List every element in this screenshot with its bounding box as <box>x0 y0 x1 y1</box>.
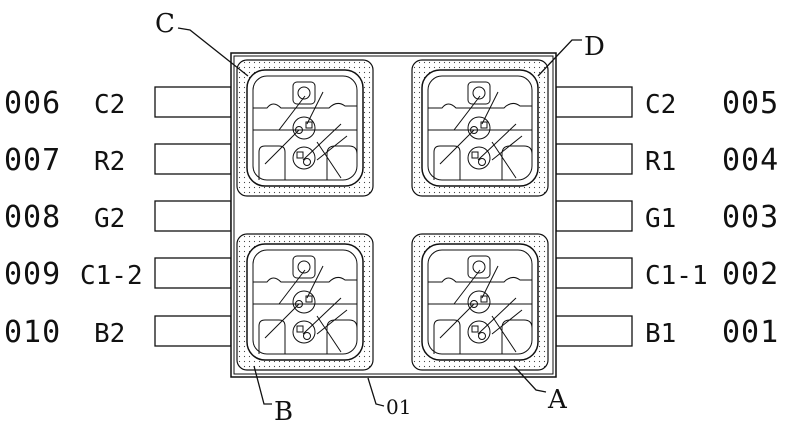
callout-c: C <box>155 9 175 39</box>
package-inner-border <box>233 55 554 375</box>
pin-pad-003 <box>555 200 633 232</box>
callout-b: B <box>274 397 293 427</box>
callout-c-leader <box>177 27 249 77</box>
pin-pad-001 <box>555 315 633 347</box>
pin-label: C1-1 <box>645 261 708 291</box>
pin-pad-008 <box>154 200 232 232</box>
led-cell-bottom-left <box>236 233 374 371</box>
callout-a: A <box>547 385 568 415</box>
led-cell-top-left <box>236 59 374 197</box>
led-cell-top-right <box>411 59 549 197</box>
pin-label: R2 <box>94 147 125 177</box>
pin-number: 007 <box>4 143 61 178</box>
pin-label: C2 <box>94 90 125 120</box>
callout-d: D <box>584 32 605 62</box>
pin-label: C1-2 <box>80 261 143 291</box>
pin-label: G2 <box>94 204 125 234</box>
pin-pad-006 <box>154 86 232 118</box>
right-pins <box>555 86 633 347</box>
callout-01: 01 <box>386 395 411 419</box>
pin-number: 006 <box>4 86 61 121</box>
pin-pad-010 <box>154 315 232 347</box>
pin-number: 002 <box>722 257 779 292</box>
pin-label: R1 <box>645 147 676 177</box>
pin-pad-007 <box>154 143 232 175</box>
pin-number: 005 <box>722 86 779 121</box>
left-pins <box>154 86 232 347</box>
pin-pad-005 <box>555 86 633 118</box>
pin-number: 009 <box>4 257 61 292</box>
pin-label: G1 <box>645 204 676 234</box>
pin-label: B1 <box>645 319 676 349</box>
pin-pad-009 <box>154 257 232 289</box>
callout-b-leader <box>253 365 272 405</box>
pin-number: 004 <box>722 143 779 178</box>
pin-pad-002 <box>555 257 633 289</box>
pin-label: C2 <box>645 90 676 120</box>
callout-01-leader <box>367 377 385 407</box>
callout-d-leader <box>537 39 582 77</box>
pin-pad-004 <box>555 143 633 175</box>
callout-a-leader <box>513 365 547 393</box>
pin-label: B2 <box>94 319 125 349</box>
pin-number: 010 <box>4 315 61 350</box>
pin-number: 001 <box>722 315 779 350</box>
led-cell-bottom-right <box>411 233 549 371</box>
pin-number: 008 <box>4 200 61 235</box>
pin-number: 003 <box>722 200 779 235</box>
